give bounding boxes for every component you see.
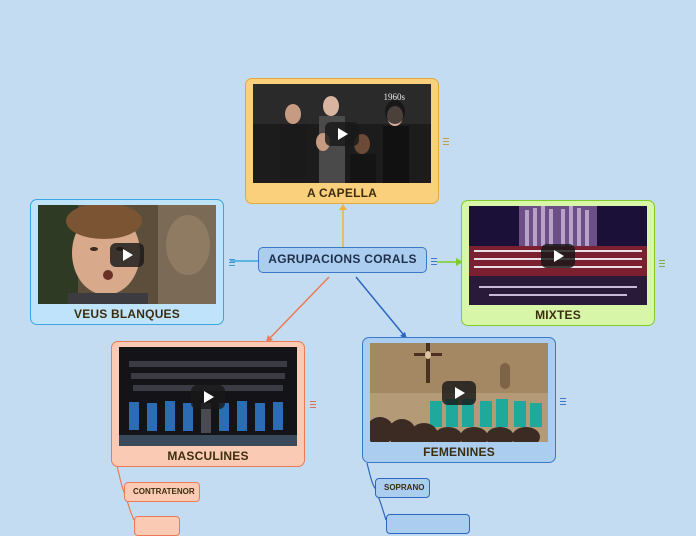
arrowhead-a-capella	[339, 204, 347, 210]
subtopic-masculines-2[interactable]	[134, 516, 180, 536]
central-topic-label: AGRUPACIONS CORALS	[268, 252, 417, 266]
connector-soprano	[367, 463, 375, 488]
subtopic-label: CONTRATENOR	[133, 487, 195, 496]
node-mixtes[interactable]: MIXTES	[461, 200, 655, 326]
play-icon[interactable]	[191, 385, 225, 409]
node-label: MIXTES	[462, 308, 654, 322]
node-label: VEUS BLANQUES	[31, 307, 223, 321]
note-icon[interactable]	[659, 260, 665, 267]
play-icon[interactable]	[325, 122, 359, 146]
node-veus-blanques[interactable]: VEUS BLANQUES	[30, 199, 224, 325]
play-icon[interactable]	[110, 243, 144, 267]
note-icon[interactable]	[560, 398, 566, 405]
node-a-capella[interactable]: 1960s A CAPELLA	[245, 78, 439, 204]
node-masculines[interactable]: MASCULINES	[111, 341, 305, 467]
subtopic-soprano[interactable]: SOPRANO	[375, 478, 430, 498]
node-label: MASCULINES	[112, 449, 304, 463]
central-topic[interactable]: AGRUPACIONS CORALS	[258, 247, 427, 273]
note-icon[interactable]	[431, 258, 437, 265]
video-thumbnail-veus-blanques[interactable]	[38, 205, 216, 304]
node-label: FEMENINES	[363, 445, 555, 459]
subtopic-label: SOPRANO	[384, 483, 424, 492]
connector-masculines	[270, 277, 329, 338]
note-icon[interactable]	[443, 138, 449, 145]
connector-contratenor	[117, 466, 124, 492]
a-capella-caption: 1960s	[383, 92, 405, 102]
note-icon[interactable]	[229, 259, 235, 266]
node-femenines[interactable]: FEMENINES	[362, 337, 556, 463]
video-thumbnail-a-capella[interactable]: 1960s	[253, 84, 431, 183]
video-thumbnail-mixtes[interactable]	[469, 206, 647, 305]
node-label: A CAPELLA	[246, 186, 438, 200]
play-icon[interactable]	[442, 381, 476, 405]
video-thumbnail-femenines[interactable]	[370, 343, 548, 442]
note-icon[interactable]	[310, 401, 316, 408]
subtopic-contratenor[interactable]: CONTRATENOR	[124, 482, 200, 502]
video-thumbnail-masculines[interactable]	[119, 347, 297, 446]
play-icon[interactable]	[541, 244, 575, 268]
connector-femenines	[356, 277, 403, 334]
subtopic-femenines-2[interactable]	[386, 514, 470, 534]
